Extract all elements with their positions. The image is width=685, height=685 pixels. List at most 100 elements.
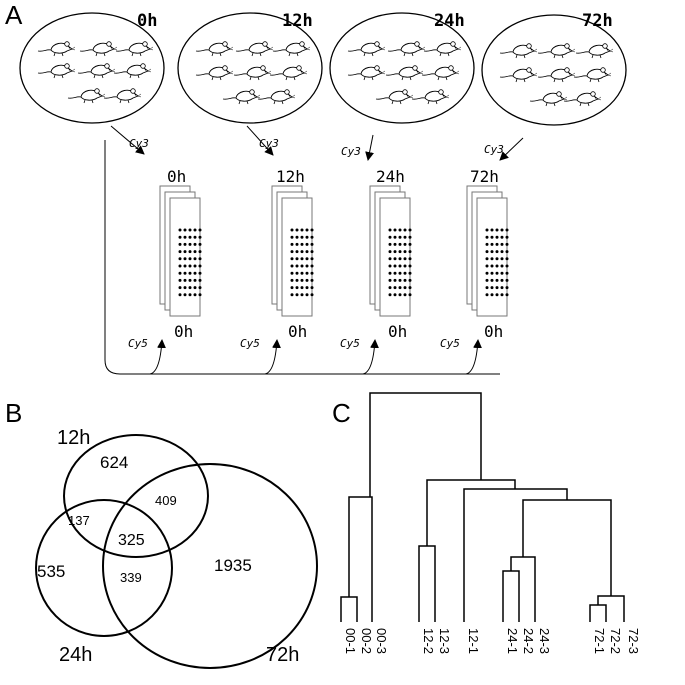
array-spot (310, 235, 314, 239)
array-spot (398, 257, 402, 261)
array-spot (495, 286, 499, 290)
array-spot (183, 228, 187, 232)
array-spot (300, 228, 304, 232)
array-top-label: 12h (276, 167, 305, 186)
array-spot (393, 242, 397, 246)
array-spot (183, 235, 187, 239)
array-spot (188, 228, 192, 232)
array-spot (408, 286, 412, 290)
array-spot (290, 293, 294, 297)
array-spot (310, 257, 314, 261)
array-spot (398, 235, 402, 239)
array-spot (500, 293, 504, 297)
array-spot (403, 264, 407, 268)
leaf-label: 00-3 (374, 628, 389, 654)
array-spot (398, 286, 402, 290)
venn-count-all: 325 (118, 532, 145, 549)
mouse-group-time: 24h (434, 11, 465, 31)
array-spot (188, 278, 192, 282)
array-spot (300, 250, 304, 254)
array-spot (183, 286, 187, 290)
venn-circle-72h (102, 463, 318, 669)
array-spot (310, 278, 314, 282)
array-spot (398, 271, 402, 275)
panel-b-venn: 12h 24h 72h 624 535 1935 137 409 339 325 (35, 427, 318, 669)
array-spot (505, 264, 509, 268)
array-spot (295, 293, 299, 297)
array-spot (408, 278, 412, 282)
array-spot (198, 264, 202, 268)
array-spot (305, 264, 309, 268)
array-spot (495, 228, 499, 232)
array-spot (490, 286, 494, 290)
array-spot (198, 293, 202, 297)
array-spot (388, 264, 392, 268)
array-spot (393, 257, 397, 261)
leaf-label: 72-3 (626, 628, 641, 654)
spot-grid (178, 228, 202, 297)
array-spot (495, 235, 499, 239)
array-spot (388, 293, 392, 297)
panel-label-b: B (5, 398, 22, 428)
array-spot (290, 271, 294, 275)
array-spot (403, 235, 407, 239)
venn-count-24h-only: 535 (37, 562, 65, 581)
array-spot (490, 250, 494, 254)
array-top-label: 0h (167, 167, 186, 186)
array-spot (178, 293, 182, 297)
array-spot (300, 264, 304, 268)
array-spot (408, 293, 412, 297)
array-spot (403, 242, 407, 246)
array-spot (295, 257, 299, 261)
array-spot (495, 257, 499, 261)
leaf-label: 12-2 (421, 628, 436, 654)
array-spot (393, 228, 397, 232)
array-spot (295, 264, 299, 268)
array-spot (188, 242, 192, 246)
array-spot (408, 235, 412, 239)
leaf-label: 12-3 (437, 628, 452, 654)
array-spot (183, 250, 187, 254)
spot-grid (388, 228, 412, 297)
array-spot (305, 250, 309, 254)
mouse-group-12h: 12h (177, 11, 323, 124)
array-spot (388, 235, 392, 239)
cy3-label: Cy3 (484, 143, 504, 156)
leaf-label: 24-1 (505, 628, 520, 654)
array-spot (485, 293, 489, 297)
array-spot (500, 257, 504, 261)
cy5-label: Cy5 (240, 337, 260, 350)
array-spot (505, 250, 509, 254)
array-spot (388, 228, 392, 232)
array-spot (505, 242, 509, 246)
array-spot (290, 264, 294, 268)
array-spot (290, 286, 294, 290)
array-spot (408, 242, 412, 246)
array-spot (310, 250, 314, 254)
array-spot (188, 271, 192, 275)
array-spot (500, 242, 504, 246)
array-spot (495, 293, 499, 297)
mouse-group-24h: 24h (329, 11, 475, 124)
panel-a: 0h 12h 24h 72h Cy3 Cy3 Cy (19, 11, 627, 375)
array-spot (403, 257, 407, 261)
array-spot (310, 271, 314, 275)
array-spot (310, 242, 314, 246)
array-spot (485, 286, 489, 290)
array-spot (178, 242, 182, 246)
array-spot (398, 293, 402, 297)
array-spot (188, 250, 192, 254)
array-spot (305, 242, 309, 246)
array-spot (193, 278, 197, 282)
array-spot (295, 228, 299, 232)
array-spot (178, 278, 182, 282)
array-spot (505, 286, 509, 290)
array-spot (193, 242, 197, 246)
array-spot (408, 264, 412, 268)
panel-c-dendrogram (340, 392, 625, 622)
leaf-label: 72-2 (608, 628, 623, 654)
array-spot (305, 286, 309, 290)
array-spot (198, 242, 202, 246)
array-spot (178, 235, 182, 239)
array-bottom-label: 0h (288, 322, 307, 341)
